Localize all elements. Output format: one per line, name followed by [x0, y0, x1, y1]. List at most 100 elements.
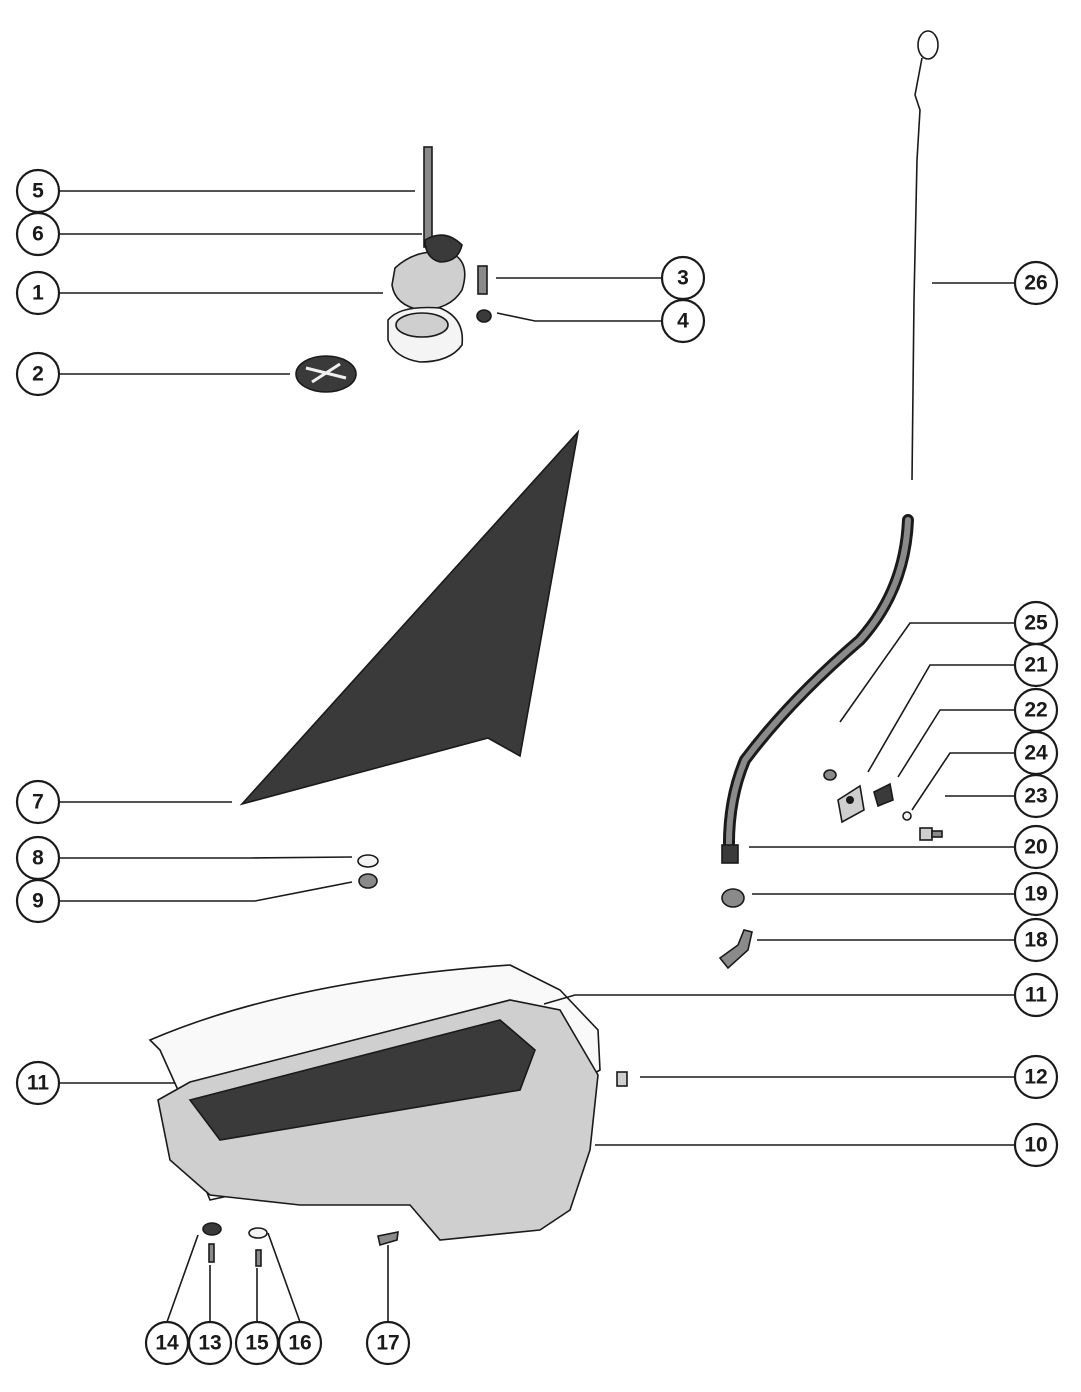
callout-label: 14 — [155, 1332, 179, 1355]
leader-line-24 — [911, 752, 1015, 811]
leader-line-4 — [496, 312, 662, 322]
callout-15: 15 — [234, 1320, 280, 1366]
callout-label: 11 — [1025, 984, 1048, 1007]
callout-label: 9 — [32, 890, 44, 913]
callout-label: 22 — [1024, 699, 1047, 722]
nut-part-9 — [358, 873, 378, 889]
callout-17: 17 — [365, 1320, 411, 1366]
leader-line-8 — [59, 856, 353, 859]
leader-lines — [59, 190, 1015, 1323]
callout-label: 21 — [1024, 654, 1048, 677]
callout-label: 26 — [1024, 272, 1047, 295]
callout-label: 11 — [27, 1072, 50, 1095]
callout-11-right: 11 — [1013, 972, 1059, 1018]
callout-circle — [15, 270, 61, 316]
callout-8: 8 — [15, 835, 61, 881]
baffle-plate — [239, 429, 580, 806]
callout-circle — [15, 878, 61, 924]
callout-21: 21 — [1013, 642, 1059, 688]
callout-circle — [1013, 260, 1059, 306]
callout-11-left: 11 — [15, 1060, 61, 1106]
callout-2: 2 — [15, 351, 61, 397]
callout-label: 7 — [32, 791, 44, 814]
callout-4: 4 — [660, 298, 706, 344]
washer-part — [357, 854, 379, 868]
callout-13: 13 — [187, 1320, 233, 1366]
callout-1: 1 — [15, 270, 61, 316]
callout-label: 24 — [1024, 742, 1048, 765]
dipstick-tube — [721, 514, 914, 864]
leader-line-25 — [839, 622, 1015, 723]
callout-label: 1 — [32, 282, 44, 305]
callout-label: 23 — [1024, 785, 1047, 808]
dipstick — [911, 30, 939, 481]
leader-line-14 — [166, 1234, 199, 1323]
callout-circle — [15, 211, 61, 257]
callout-23: 23 — [1013, 773, 1059, 819]
callout-6: 6 — [15, 211, 61, 257]
small-hardware — [202, 1222, 399, 1267]
oil-pump-assembly — [387, 234, 466, 363]
tube-fitting — [721, 888, 745, 908]
nut-part — [476, 309, 492, 323]
callout-circle — [144, 1320, 190, 1366]
callout-label: 18 — [1024, 929, 1048, 952]
callout-circle — [1013, 1054, 1059, 1100]
callout-label: 15 — [245, 1332, 269, 1355]
callout-circle — [365, 1320, 411, 1366]
callout-18: 18 — [1013, 917, 1059, 963]
callout-circle — [1013, 871, 1059, 917]
callout-circle — [1013, 730, 1059, 776]
pump-drive-shaft — [423, 146, 433, 248]
callout-9: 9 — [15, 878, 61, 924]
callout-circle — [1013, 917, 1059, 963]
callout-circle — [277, 1320, 323, 1366]
callout-5: 5 — [15, 168, 61, 214]
callout-label: 16 — [288, 1332, 311, 1355]
callout-label: 6 — [32, 223, 44, 246]
leader-line-21 — [867, 664, 1015, 773]
callout-3: 3 — [660, 255, 706, 301]
callout-label: 5 — [32, 180, 44, 203]
callout-19: 19 — [1013, 871, 1059, 917]
callout-7: 7 — [15, 779, 61, 825]
callout-circle — [1013, 600, 1059, 646]
clip-hardware — [823, 769, 943, 841]
callout-label: 4 — [677, 310, 689, 333]
callout-16: 16 — [277, 1320, 323, 1366]
callout-20: 20 — [1013, 824, 1059, 870]
callout-label: 3 — [677, 267, 689, 290]
pump-screen — [295, 355, 357, 393]
callout-label: 8 — [32, 847, 44, 870]
callout-label: 25 — [1024, 612, 1048, 635]
leader-line-9 — [59, 881, 353, 902]
callout-label: 10 — [1024, 1134, 1047, 1157]
drain-plug — [616, 1071, 628, 1087]
callout-12: 12 — [1013, 1054, 1059, 1100]
callout-label: 20 — [1024, 836, 1047, 859]
leader-line-22 — [897, 709, 1015, 778]
callout-26: 26 — [1013, 260, 1059, 306]
stud-part — [477, 265, 488, 295]
callout-10: 10 — [1013, 1122, 1059, 1168]
callout-25: 25 — [1013, 600, 1059, 646]
callout-circle — [660, 298, 706, 344]
callout-label: 17 — [376, 1332, 399, 1355]
leader-line-11-right — [543, 994, 1015, 1005]
oil-pan — [157, 999, 599, 1241]
callout-circle — [15, 351, 61, 397]
callout-24: 24 — [1013, 730, 1059, 776]
callout-circle — [1013, 824, 1059, 870]
callout-circle — [1013, 1122, 1059, 1168]
callout-label: 2 — [32, 363, 44, 386]
callout-circle — [15, 1060, 61, 1106]
elbow-fitting — [718, 929, 753, 970]
callout-label: 13 — [198, 1332, 221, 1355]
callout-label: 19 — [1024, 883, 1047, 906]
callout-circle — [1013, 972, 1059, 1018]
leader-line-16 — [267, 1232, 301, 1323]
callout-22: 22 — [1013, 687, 1059, 733]
callout-14: 14 — [144, 1320, 190, 1366]
